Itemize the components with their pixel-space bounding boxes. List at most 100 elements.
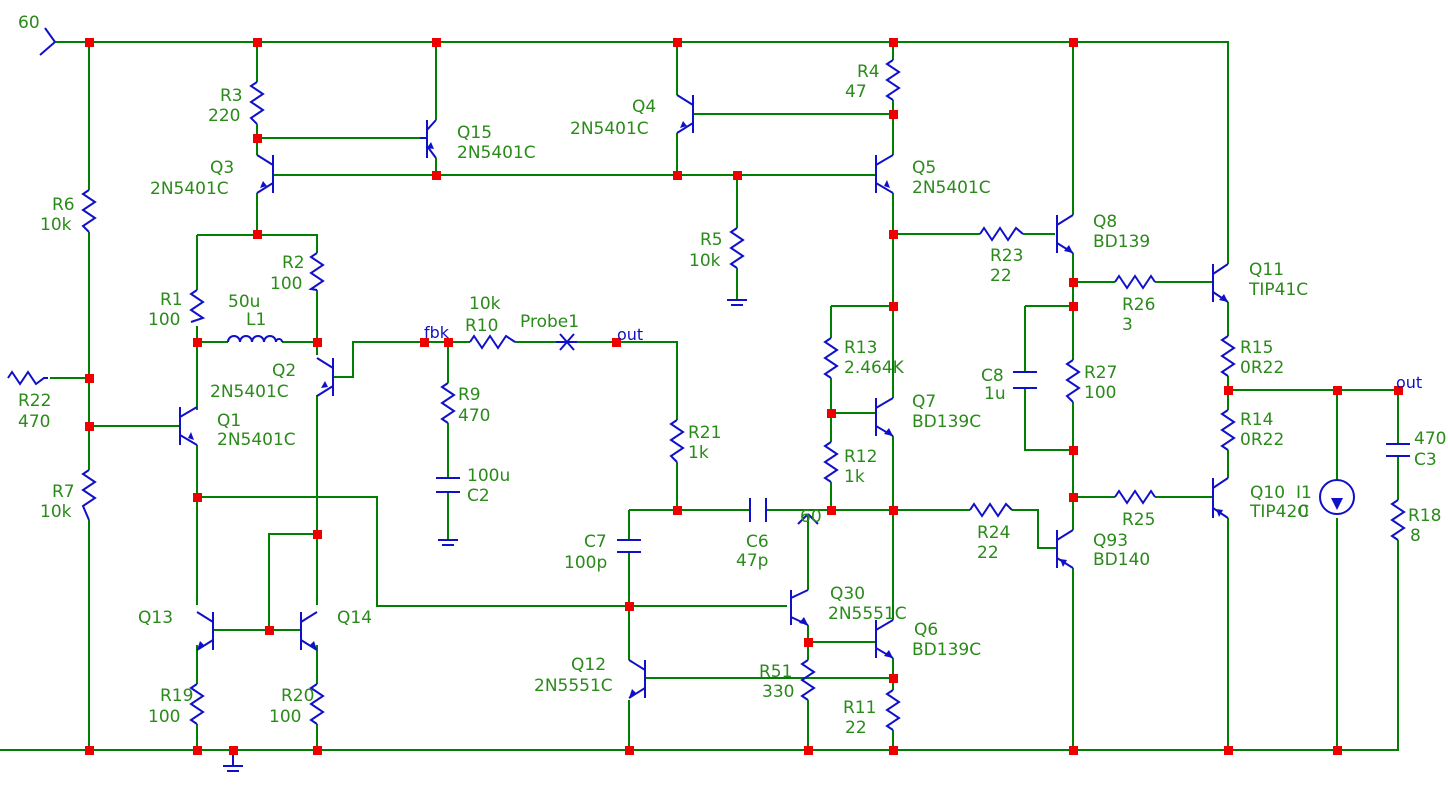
Q11-ref: Q11 — [1249, 260, 1284, 280]
C3-val: 470 — [1414, 429, 1446, 449]
I1-ref: I1 — [1296, 483, 1312, 503]
R27-val: 100 — [1084, 383, 1116, 403]
R21-ref: R21 — [688, 423, 721, 443]
R14-val: 0R22 — [1240, 430, 1284, 450]
R7-ref: R7 — [52, 482, 75, 502]
R10-ref: R10 — [465, 316, 498, 336]
v60-arrow-top — [39, 27, 56, 56]
R14-symbol — [1220, 409, 1236, 451]
R5-symbol — [729, 227, 745, 269]
R6-ref: R6 — [52, 195, 75, 215]
C3-ref: C3 — [1414, 450, 1437, 470]
R11-symbol — [885, 689, 901, 731]
net-out2: out — [1396, 373, 1422, 392]
L1-val: 50u — [228, 292, 260, 312]
R3-val: 220 — [208, 106, 240, 126]
net-out: out — [617, 325, 643, 344]
R12-val: 1k — [844, 467, 865, 487]
nodes — [85, 38, 1403, 755]
Q5-ref: Q5 — [912, 158, 936, 178]
Q14-ref: Q14 — [337, 608, 372, 628]
Q8-val: BD139 — [1093, 232, 1150, 252]
Q1-ref: Q1 — [217, 411, 241, 431]
Q10-ref: Q10 — [1250, 483, 1285, 503]
L1-ref: L1 — [246, 310, 266, 330]
R51-symbol — [800, 659, 816, 701]
Q30-ref: Q30 — [830, 584, 865, 604]
R1-symbol — [189, 289, 206, 323]
R22-val: 470 — [18, 412, 50, 432]
L1-symbol — [227, 335, 283, 343]
R21-val: 1k — [688, 443, 709, 463]
Q6-ref: Q6 — [914, 620, 938, 640]
R3-ref: R3 — [220, 86, 243, 106]
R1-val: 100 — [148, 310, 180, 330]
net-fbk: fbk — [424, 323, 450, 342]
R23-symbol — [979, 226, 1024, 242]
Q12-ref: Q12 — [571, 655, 606, 675]
R15-symbol — [1220, 335, 1236, 377]
R18-val: 8 — [1410, 526, 1421, 546]
R6-symbol — [81, 189, 97, 233]
R13-symbol — [823, 337, 839, 379]
R13-ref: R13 — [844, 338, 877, 358]
Q93-val: BD140 — [1093, 550, 1150, 570]
R23-ref: R23 — [990, 246, 1023, 266]
R13-val: 2.464K — [844, 358, 905, 378]
Q8-ref: Q8 — [1093, 212, 1117, 232]
Q4-val: 2N5401C — [570, 119, 649, 139]
R11-val: 22 — [845, 718, 867, 738]
R20-ref: R20 — [281, 686, 314, 706]
R21-symbol — [669, 419, 685, 463]
Q6-val: BD139C — [912, 640, 981, 660]
C8-symbol — [1013, 371, 1037, 389]
R19-val: 100 — [148, 707, 180, 727]
v60-arrow-mid — [797, 513, 819, 525]
R26-ref: R26 — [1122, 295, 1155, 315]
wires — [0, 41, 1399, 751]
C8-ref: C8 — [981, 366, 1004, 386]
R14-ref: R14 — [1240, 410, 1273, 430]
C6-val: 47p — [736, 551, 768, 571]
ground-r5 — [727, 299, 747, 306]
R27-symbol — [1065, 359, 1081, 403]
ground-c2 — [438, 539, 458, 546]
v60-label: 60 — [800, 507, 822, 527]
C2-symbol — [436, 477, 460, 493]
Q15-ref: Q15 — [457, 123, 492, 143]
C7-ref: C7 — [584, 532, 607, 552]
R23-val: 22 — [990, 266, 1012, 286]
Q12-val: 2N5551C — [534, 676, 613, 696]
R7-symbol — [81, 469, 97, 521]
probe-symbol — [556, 333, 577, 351]
C6-symbol — [749, 498, 767, 522]
R24-val: 22 — [977, 543, 999, 563]
R2-symbol — [308, 252, 325, 291]
R10-symbol — [469, 334, 516, 350]
C6-ref: C6 — [746, 532, 769, 552]
C2-ref: C2 — [467, 486, 490, 506]
C8-val: 1u — [984, 384, 1006, 404]
R12-ref: R12 — [844, 447, 877, 467]
Q7-val: BD139C — [912, 412, 981, 432]
C3-symbol — [1386, 443, 1410, 457]
Q3-val: 2N5401C — [150, 179, 229, 199]
R2-val: 100 — [270, 274, 302, 294]
Q2-val: 2N5401C — [210, 382, 289, 402]
Q2-ref: Q2 — [272, 361, 296, 381]
R7-val: 10k — [40, 502, 72, 522]
R4-val: 47 — [845, 82, 867, 102]
Q11-val: TIP41C — [1248, 280, 1308, 300]
R10-val: 10k — [469, 294, 501, 314]
R9-val: 470 — [458, 406, 490, 426]
R15-ref: R15 — [1240, 338, 1273, 358]
Q30-val: 2N5551C — [828, 604, 907, 624]
Q7-ref: Q7 — [912, 392, 936, 412]
R19-ref: R19 — [160, 686, 193, 706]
R51-ref: R51 — [759, 662, 792, 682]
labels: 60 60 fbk out out R3 220 Q15 2N5401C Q4 … — [18, 13, 1446, 738]
R9-symbol — [440, 382, 456, 424]
I1-symbol — [1319, 479, 1355, 515]
Q1-val: 2N5401C — [217, 430, 296, 450]
